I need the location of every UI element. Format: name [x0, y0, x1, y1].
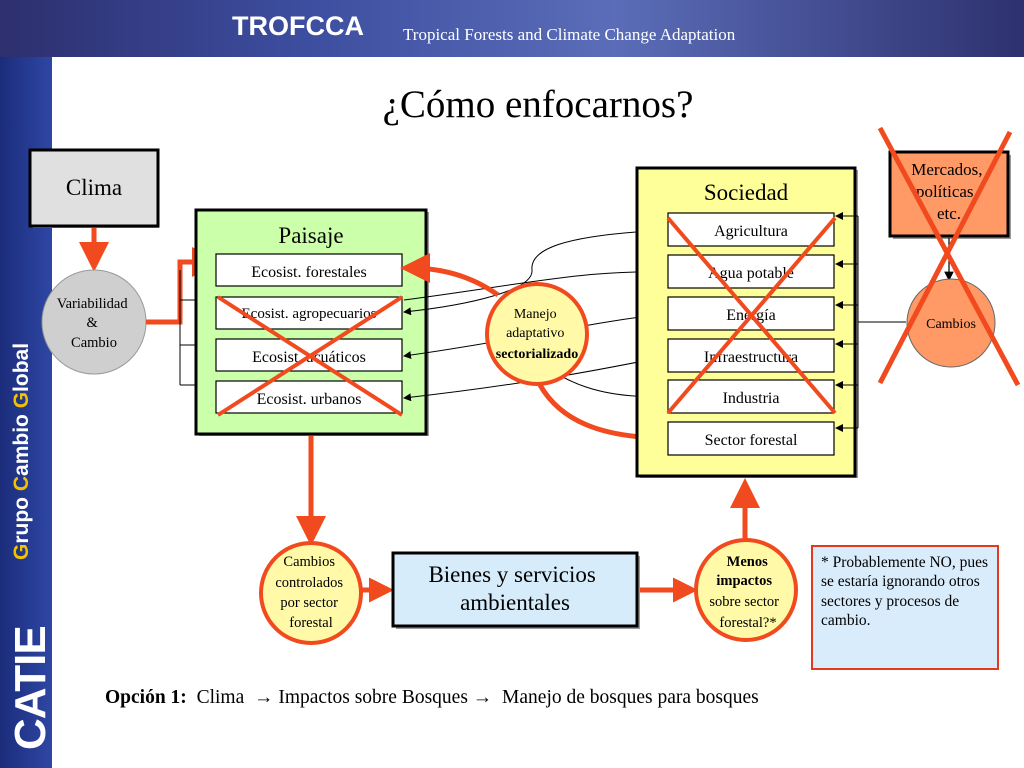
- mercados-label: Mercados, políticas, etc.: [911, 160, 987, 223]
- paisaje-item-forestales-label: Ecosist. forestales: [251, 264, 367, 281]
- paisaje-item-agropecuarios: [215, 296, 403, 330]
- header-title: TROFCCA: [232, 11, 364, 41]
- sociedad-title: Sociedad: [704, 180, 789, 205]
- option-label: Opción 1:: [105, 687, 187, 708]
- header-bar: [0, 0, 1024, 57]
- paisaje-item-forestales: [215, 253, 403, 287]
- sociedad-item-infraestructura: [667, 338, 835, 373]
- bienes-label: Bienes y servicios ambientales: [428, 562, 601, 615]
- option-arrow-1: →: [253, 687, 274, 708]
- sociedad-item-agua-label: Agua potable: [708, 265, 794, 282]
- clima-box: [28, 148, 160, 228]
- sociedad-items: Agricultura Agua potable Energía Infraes…: [667, 212, 835, 456]
- variabilidad-label: Variabilidad & Cambio: [57, 296, 132, 351]
- sociedad-item-agricultura: [667, 212, 835, 247]
- sociedad-item-infraestructura-label: Infraestructura: [704, 349, 798, 366]
- sociedad-item-agricultura-label: Agricultura: [714, 223, 788, 240]
- cambios-controlados-label: Cambios controlados por sector forestal: [275, 554, 346, 631]
- option-part-2: Impactos sobre Bosques: [278, 687, 468, 708]
- option-part-3: Manejo de bosques para bosques: [502, 687, 759, 708]
- note-box: * Probablemente NO, pues se estaría igno…: [811, 545, 999, 670]
- arrow-manejo-forestales: [400, 253, 500, 298]
- manejo-circle: [485, 282, 589, 386]
- cambios-label: Cambios: [926, 317, 976, 332]
- paisaje-item-urbanos-label: Ecosist. urbanos: [257, 391, 362, 408]
- sociedad-cross: [666, 216, 837, 415]
- option-arrow-2: →: [472, 687, 493, 708]
- sociedad-item-agua: [667, 254, 835, 289]
- paisaje-cross: [216, 295, 404, 417]
- sociedad-item-industria: [667, 379, 835, 414]
- clima-label: Clima: [66, 175, 122, 200]
- sociedad-item-forestal: [667, 421, 835, 456]
- sociedad-branches: [835, 212, 906, 432]
- bienes-box: [391, 551, 639, 628]
- sociedad-item-forestal-label: Sector forestal: [705, 432, 798, 449]
- cambios-controlados-circle: [259, 541, 363, 645]
- mercados-cross: [877, 126, 1021, 387]
- paisaje-title: Paisaje: [278, 223, 343, 248]
- mercados-box: [888, 150, 1010, 238]
- option-part-1: Clima: [196, 687, 245, 708]
- manejo-label: Manejo adaptativo sectorializado: [496, 307, 578, 362]
- paisaje-item-agropecuarios-label: Ecosist. agropecuarios: [242, 306, 377, 322]
- menos-impactos-label: Menos impactos sobre sector forestal?*: [709, 554, 782, 631]
- header-subtitle: Tropical Forests and Climate Change Adap…: [403, 25, 736, 44]
- bottom-option: Opción 1: Clima → Impactos sobre Bosques…: [105, 687, 759, 709]
- page-title: ¿Cómo enfocarnos?: [382, 83, 694, 126]
- sociedad-item-industria-label: Industria: [723, 390, 780, 407]
